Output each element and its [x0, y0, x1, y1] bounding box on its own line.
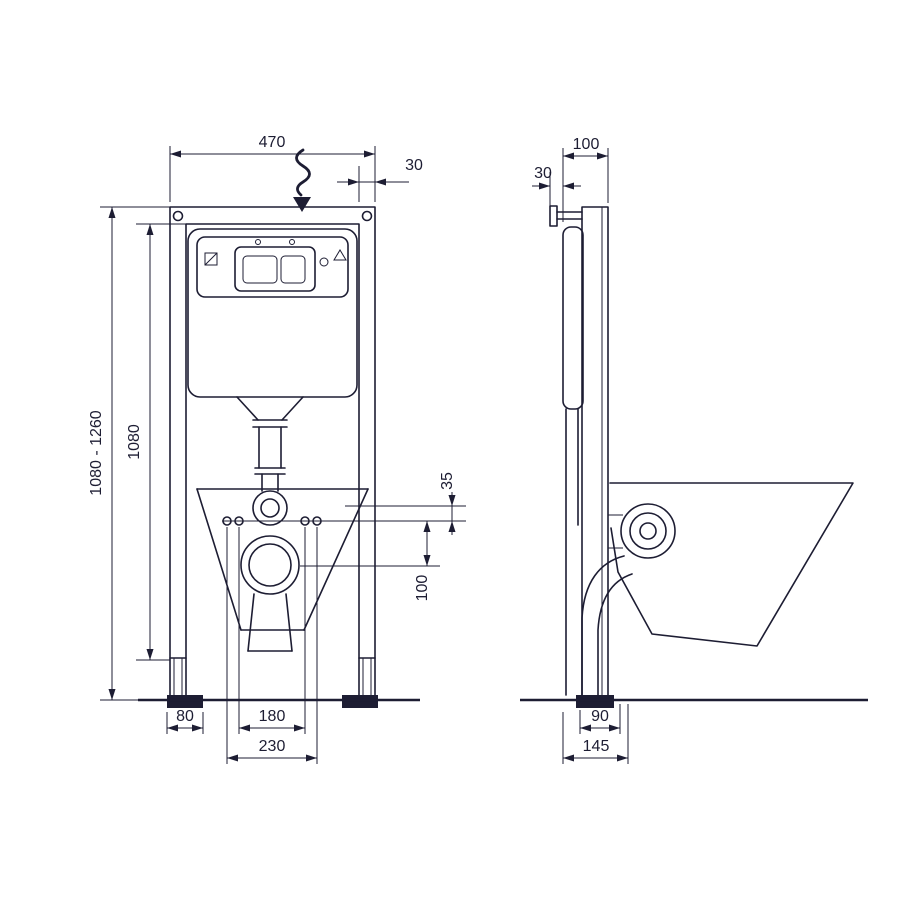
dim-frame-width: 470: [259, 134, 286, 151]
dim-overall-depth: 145: [583, 738, 610, 755]
flush-button-large: [242, 255, 278, 284]
wall-bracket-side: [549, 205, 583, 227]
flush-button-small: [280, 255, 306, 284]
flush-plate: [234, 246, 316, 292]
drain-pipe-side: [565, 408, 633, 696]
left-foot: [167, 695, 203, 708]
dim-bolt-spacing-inner: 180: [259, 708, 286, 725]
brand-mark: [204, 252, 218, 266]
triangle-mark: [333, 249, 347, 261]
dim-bracket-offset: 30: [534, 165, 552, 182]
dimensions-front-left: 1080 - 1260 1080: [88, 206, 186, 701]
dim-offset-100: 100: [414, 575, 431, 602]
flush-pipe-front: [236, 396, 304, 526]
outlet-circle: [240, 535, 300, 595]
dim-height-range: 1080 - 1260: [88, 410, 105, 496]
dim-offset-35: 35: [439, 472, 456, 490]
frame-side: [576, 206, 614, 708]
dimensions-side-bottom: 90 145: [562, 704, 629, 764]
dimensions-front-top: 470 30: [169, 134, 423, 202]
dim-foot-width: 80: [176, 708, 194, 725]
dim-frame-height: 1080: [126, 424, 143, 460]
bowl-side: [608, 482, 854, 647]
access-panel: [196, 236, 349, 298]
side-foot: [576, 695, 614, 708]
elbow-flange: [252, 490, 288, 526]
dimensions-side-top: 100 30: [532, 136, 609, 222]
dimensions-front-right: 35 100: [222, 472, 466, 601]
mounting-flange: [620, 503, 676, 559]
dim-bolt-spacing-outer: 230: [259, 738, 286, 755]
front-view: 470 30 1080 - 1260 1080 35: [88, 134, 466, 764]
dim-outlet-offset: 90: [591, 708, 609, 725]
cistern-front: [187, 228, 358, 398]
dim-profile-30: 30: [405, 157, 423, 174]
dim-frame-depth: 100: [573, 136, 600, 153]
bowl-front: [196, 488, 369, 652]
cistern-side: [562, 226, 584, 410]
right-foot: [342, 695, 378, 708]
side-view: 100 30 90 145: [520, 136, 868, 764]
dimensions-front-bottom: 80 180 230: [166, 527, 318, 764]
water-flow-arrow-icon: [293, 148, 311, 212]
frame-front: [167, 206, 378, 708]
